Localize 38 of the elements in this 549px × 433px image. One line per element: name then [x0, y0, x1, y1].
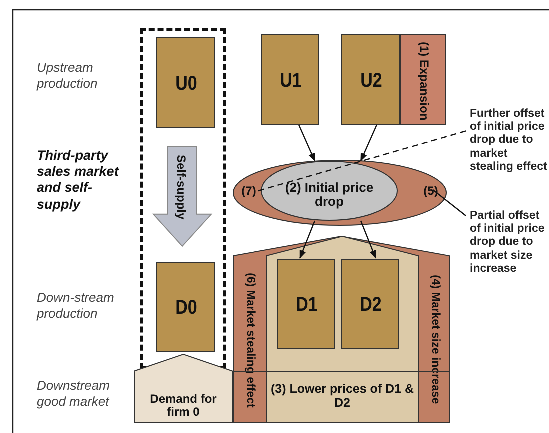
node-label: (3) Lower prices of D1 & D2: [270, 381, 415, 412]
row-label: Downstream good market: [37, 378, 111, 410]
node-label: (5): [422, 183, 440, 200]
annotation-text: Partial offset of initial price drop due to market size increase: [470, 210, 546, 276]
node-label: Demand for firm 0: [149, 390, 218, 421]
node-label: U1: [279, 68, 303, 94]
arrow: [360, 220, 376, 259]
node-label: U2: [360, 68, 384, 94]
market-shape: [233, 236, 450, 423]
node-label: (1) Expansion: [416, 40, 433, 122]
production-box: [341, 259, 399, 349]
node-label: (2) Initial price drop: [284, 178, 375, 211]
production-box: [261, 34, 319, 125]
row-label: Upstream production: [37, 60, 99, 92]
market-shape: [134, 354, 233, 423]
production-box: [277, 259, 335, 349]
effect-ellipse: [233, 160, 447, 226]
node-label: D0: [174, 296, 198, 321]
node-label: (4) Market size increase: [428, 274, 442, 407]
production-box: [156, 37, 215, 128]
edge-label: Self-supply: [174, 154, 188, 220]
market-shape: [266, 236, 419, 423]
production-box: [156, 262, 215, 352]
row-label: Third-party sales market and self-supply: [37, 148, 119, 213]
arrow: [300, 220, 316, 259]
block-arrow: [152, 146, 213, 248]
node-label: D2: [359, 293, 383, 318]
production-box: [400, 34, 446, 125]
annotation-text: Further offset of initial price drop due to market stealing effect: [470, 108, 548, 174]
arrow: [298, 124, 316, 162]
node-label: U0: [174, 72, 198, 96]
leader-line: [432, 190, 466, 216]
effect-ellipse: [261, 161, 398, 221]
production-box: [341, 34, 400, 125]
row-label: Down-stream production: [37, 290, 116, 322]
node-label: (7): [240, 183, 258, 200]
arrow: [360, 124, 378, 162]
node-label: D1: [295, 293, 319, 318]
